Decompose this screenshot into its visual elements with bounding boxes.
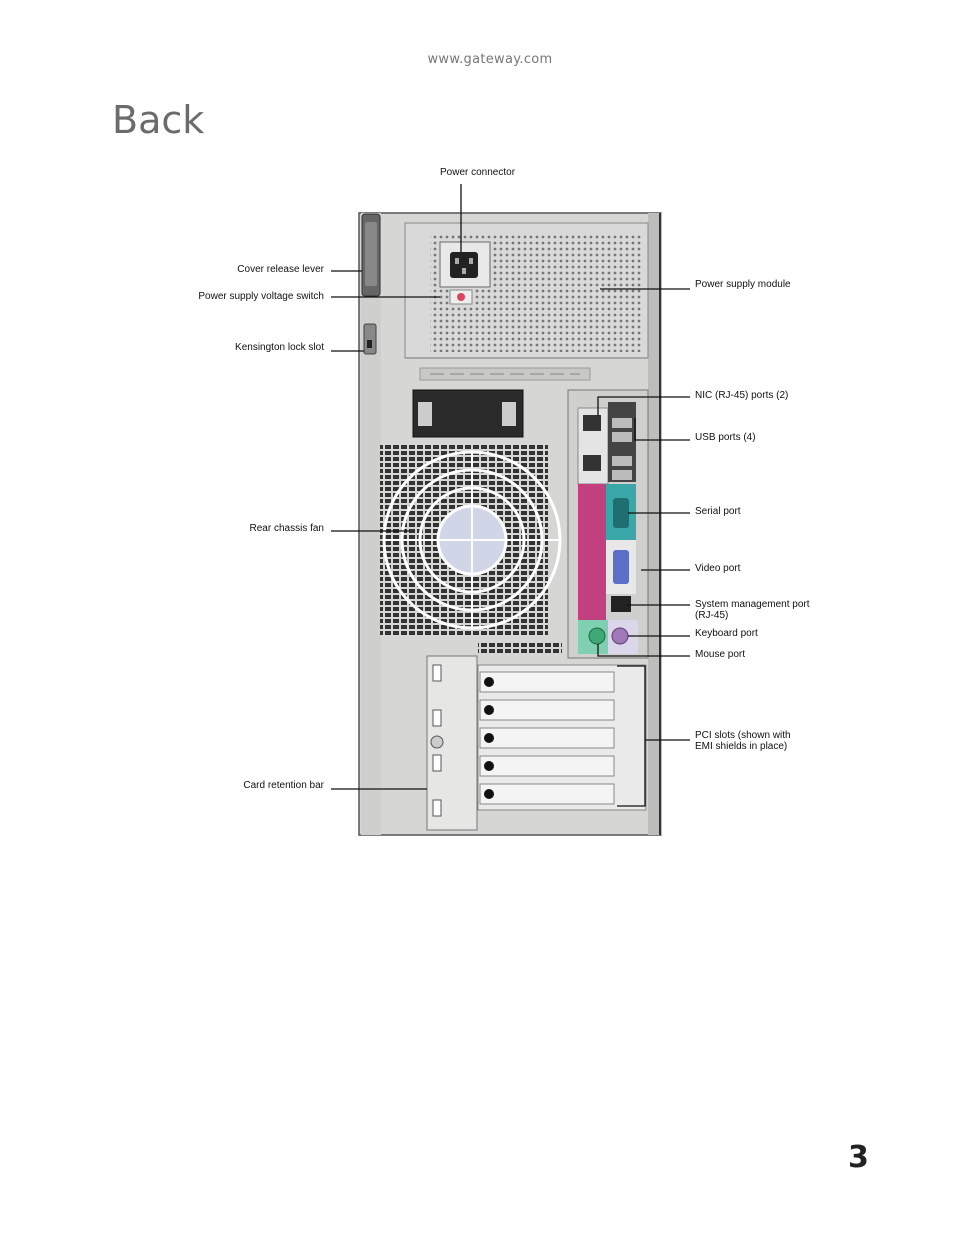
rear-chassis-fan bbox=[380, 445, 562, 635]
callout-power-supply-module: Power supply module bbox=[695, 279, 791, 290]
vent-slot-row bbox=[419, 367, 591, 381]
callout-system-management-port-line2: (RJ-45) bbox=[695, 610, 729, 621]
power-supply-module bbox=[404, 222, 649, 359]
callout-pci-slots-line1: PCI slots (shown with bbox=[695, 730, 791, 741]
callout-nic-ports: NIC (RJ-45) ports (2) bbox=[695, 390, 789, 401]
pci-slots bbox=[477, 664, 647, 811]
callout-serial-port: Serial port bbox=[695, 506, 741, 517]
callout-system-management-port: System management port (RJ-45) bbox=[695, 599, 810, 621]
callout-pci-slots-line2: EMI shields in place) bbox=[695, 741, 788, 752]
card-retention-bar bbox=[426, 655, 478, 831]
cover-release-lever bbox=[361, 213, 381, 297]
rear-handle bbox=[412, 389, 524, 438]
lower-vent-strip bbox=[478, 643, 562, 653]
callout-cover-release-lever: Cover release lever bbox=[237, 264, 324, 275]
callout-power-supply-voltage-switch: Power supply voltage switch bbox=[198, 291, 324, 302]
io-panel bbox=[567, 389, 649, 659]
kensington-lock-slot bbox=[363, 323, 377, 355]
page-number: 3 bbox=[848, 1140, 869, 1175]
callout-pci-slots: PCI slots (shown with EMI shields in pla… bbox=[695, 730, 791, 752]
callout-mouse-port: Mouse port bbox=[695, 649, 746, 660]
page-title: Back bbox=[112, 98, 205, 142]
callout-system-management-port-line1: System management port bbox=[695, 599, 810, 610]
callout-card-retention-bar: Card retention bar bbox=[243, 780, 324, 791]
callout-video-port: Video port bbox=[695, 563, 741, 574]
callout-usb-ports: USB ports (4) bbox=[695, 432, 756, 443]
callout-power-connector: Power connector bbox=[440, 167, 516, 178]
website-url: www.gateway.com bbox=[427, 52, 553, 67]
callout-keyboard-port: Keyboard port bbox=[695, 628, 758, 639]
callout-kensington-lock-slot: Kensington lock slot bbox=[235, 342, 324, 353]
callout-rear-chassis-fan: Rear chassis fan bbox=[249, 523, 324, 534]
callout-leaders bbox=[331, 184, 690, 807]
